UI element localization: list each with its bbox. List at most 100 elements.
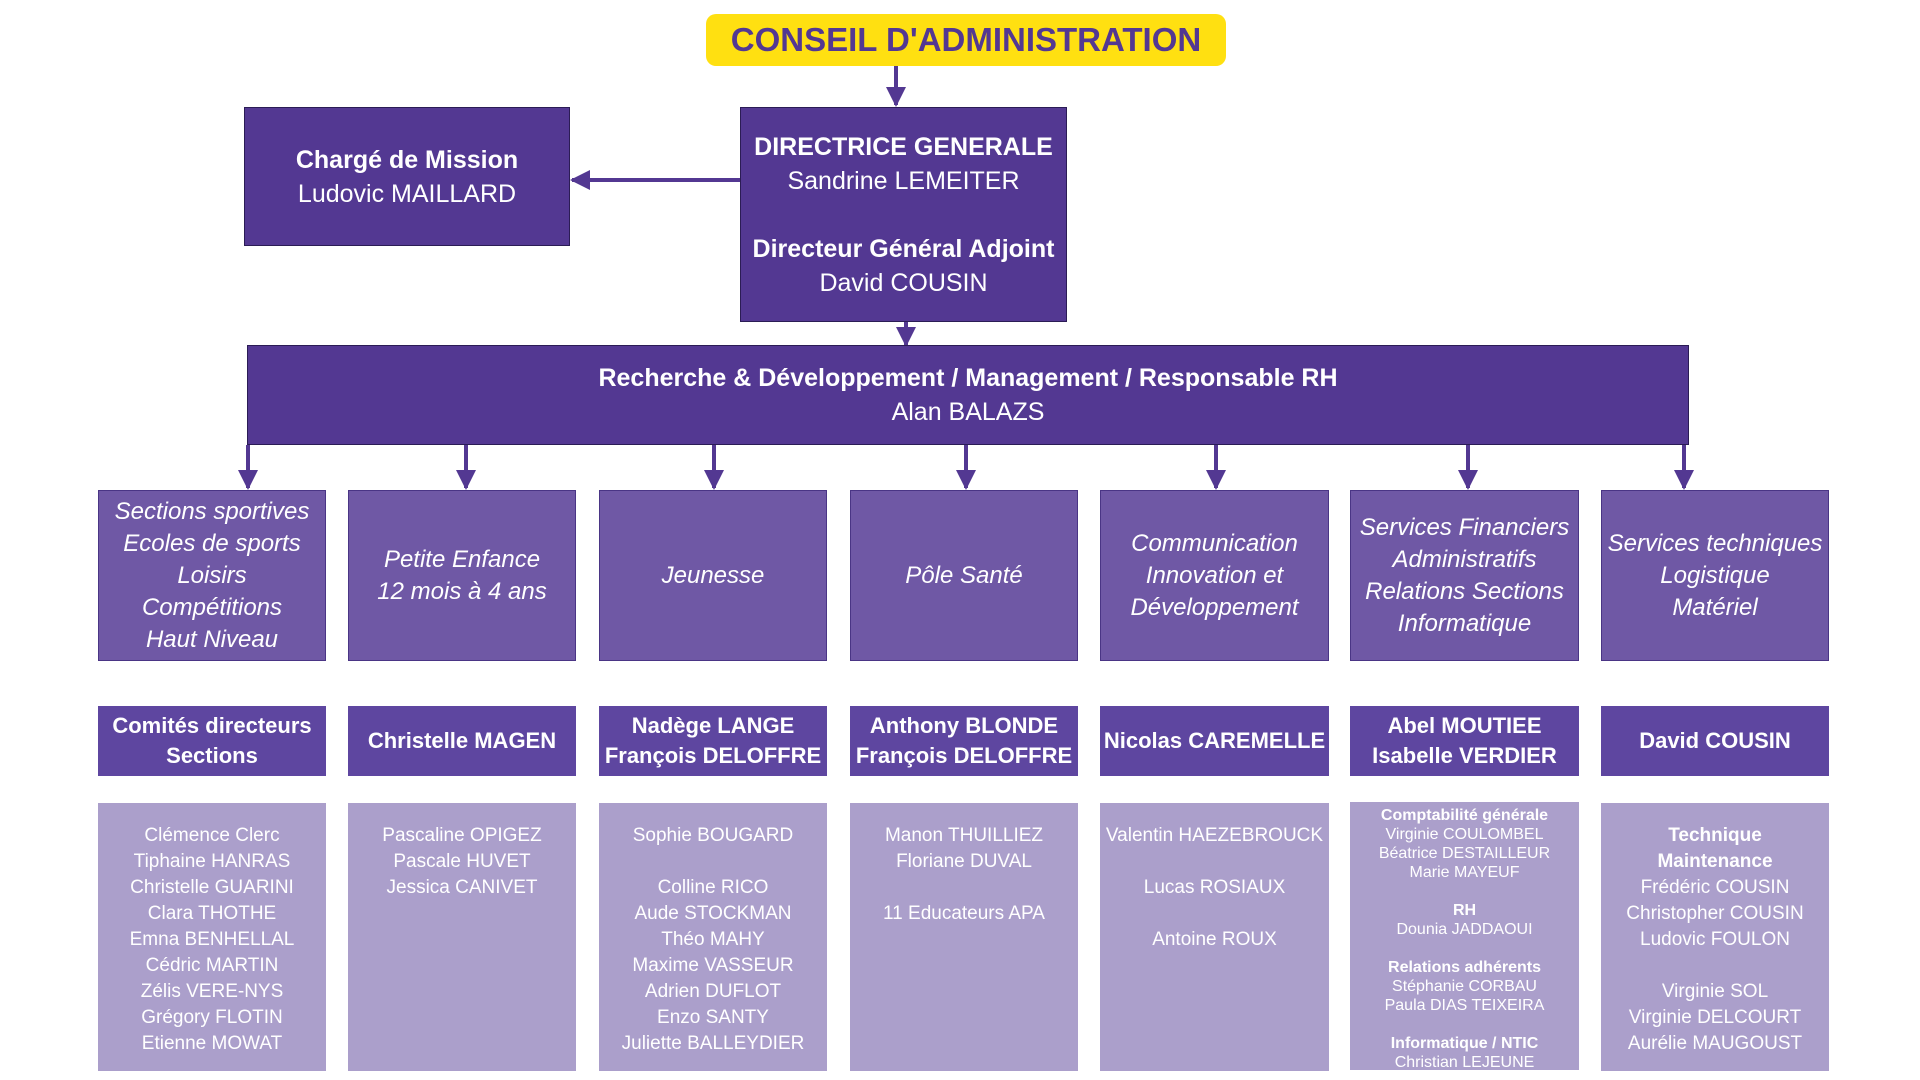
staff-member: Christopher COUSIN [1626,903,1804,924]
department-label: Jeunesse [661,561,765,589]
staff-member: Tiphaine HANRAS [133,851,291,872]
department-label: Pôle Santé [905,561,1023,589]
responsable-name: Nadège LANGE [631,713,795,738]
staff-member: Valentin HAEZEBROUCK [1105,825,1324,846]
staff-member: Colline RICO [657,877,769,898]
staff-member: Virginie COULOMBEL [1385,826,1544,843]
staff-member: Enzo SANTY [657,1007,769,1028]
department-label: Innovation et [1145,561,1284,589]
staff-box: Valentin HAEZEBROUCK Lucas ROSIAUX Antoi… [1100,803,1329,1071]
department-box: Pôle Santé [850,490,1078,661]
staff-member: Béatrice DESTAILLEUR [1378,845,1551,862]
department-label: Services Financiers [1359,513,1570,541]
staff-member: Sophie BOUGARD [632,825,794,846]
staff-member: Emna BENHELLAL [129,929,295,950]
dga-name: David COUSIN [819,268,988,297]
department-label: Loisirs [177,561,247,589]
department-arrows [238,445,1694,490]
department-label: Sections sportives [114,497,310,525]
staff-member: Jessica CANIVET [386,877,538,898]
department-label: Administratifs [1392,545,1537,573]
staff-member [1712,953,1717,979]
dga-title: Directeur Général Adjoint [752,234,1055,263]
responsable-name: Nicolas CAREMELLE [1103,728,1326,753]
rd-title: Recherche & Développement / Management /… [598,364,1338,392]
direction-box: DIRECTRICE GENERALE Sandrine LEMEITER Di… [740,107,1067,322]
staff-member: Maxime VASSEUR [632,955,794,976]
staff-member: Clara THOTHE [147,903,277,924]
department-label: Informatique [1397,609,1532,637]
responsable-name: Anthony BLONDE [869,713,1059,738]
rd-name: Alan BALAZS [891,398,1045,426]
responsable-box: David COUSIN [1601,706,1829,776]
responsable-box: Christelle MAGEN [348,706,576,776]
responsable-name: Comités directeurs [112,713,312,738]
department-label: Relations Sections [1365,577,1564,605]
staff-member [1462,882,1466,901]
responsable-name: François DELOFFRE [855,743,1073,768]
responsable-box: Nicolas CAREMELLE [1100,706,1329,776]
staff-member: Zélis VERE-NYS [140,981,284,1002]
staff-section-heading: RH [1452,902,1477,919]
staff-member: Paula DIAS TEIXEIRA [1384,997,1545,1014]
staff-member: Aurélie MAUGOUST [1627,1033,1803,1054]
staff-member: Cédric MARTIN [145,955,279,976]
department-label: Ecoles de sports [123,529,301,557]
staff-section-heading: Informatique / NTIC [1390,1035,1539,1052]
staff-section-heading: Maintenance [1657,851,1773,872]
responsable-box: Anthony BLONDE François DELOFFRE [850,706,1078,776]
department-label: 12 mois à 4 ans [377,577,547,605]
staff-member: Manon THUILLIEZ [884,825,1044,846]
staff-member: Virginie SOL [1661,981,1769,1002]
department-label: Logistique [1660,561,1770,589]
department-label: Services techniques [1607,529,1823,557]
responsable-name: François DELOFFRE [604,743,822,768]
rd-box: Recherche & Développement / Management /… [247,345,1689,445]
responsable-name: David COUSIN [1639,728,1791,753]
staff-section-heading: Technique [1668,825,1762,846]
responsable-name: Sections [166,743,258,768]
staff-member: Stéphanie CORBAU [1392,978,1537,995]
department-label: Communication [1131,529,1298,557]
staff-member: Clémence Clerc [144,825,280,846]
staff-member [1462,1015,1466,1034]
responsable-name: Abel MOUTIEE [1387,713,1542,738]
staff-member: Aude STOCKMAN [634,903,792,924]
staff-member: Juliette BALLEYDIER [621,1033,805,1054]
staff-member: Antoine ROUX [1152,929,1277,950]
staff-member: Théo MAHY [661,929,765,950]
responsable-box: Nadège LANGE François DELOFFRE [599,706,827,776]
staff-member: Frédéric COUSIN [1640,877,1790,898]
department-label: Compétitions [141,593,283,621]
dg-title: DIRECTRICE GENERALE [754,132,1053,161]
staff-member: Marie MAYEUF [1409,864,1520,881]
staff-member: 11 Educateurs APA [883,903,1045,924]
staff-member: Adrien DUFLOT [644,981,782,1002]
responsable-name: Christelle MAGEN [367,728,557,753]
spacer [900,198,907,232]
mission-name: Ludovic MAILLARD [297,179,517,208]
department-label: Haut Niveau [145,625,279,653]
board-title: CONSEIL D'ADMINISTRATION [706,14,1226,66]
staff-member [710,849,715,875]
staff-member [1212,849,1217,875]
department-label: Matériel [1672,593,1758,621]
staff-member: Christelle GUARINI [130,877,294,898]
dg-name: Sandrine LEMEITER [787,166,1020,195]
department-box: Jeunesse [599,490,827,661]
staff-member: Ludovic FOULON [1640,929,1790,950]
staff-member: Pascale HUVET [393,851,531,872]
staff-section-heading: Relations adhérents [1388,959,1541,976]
